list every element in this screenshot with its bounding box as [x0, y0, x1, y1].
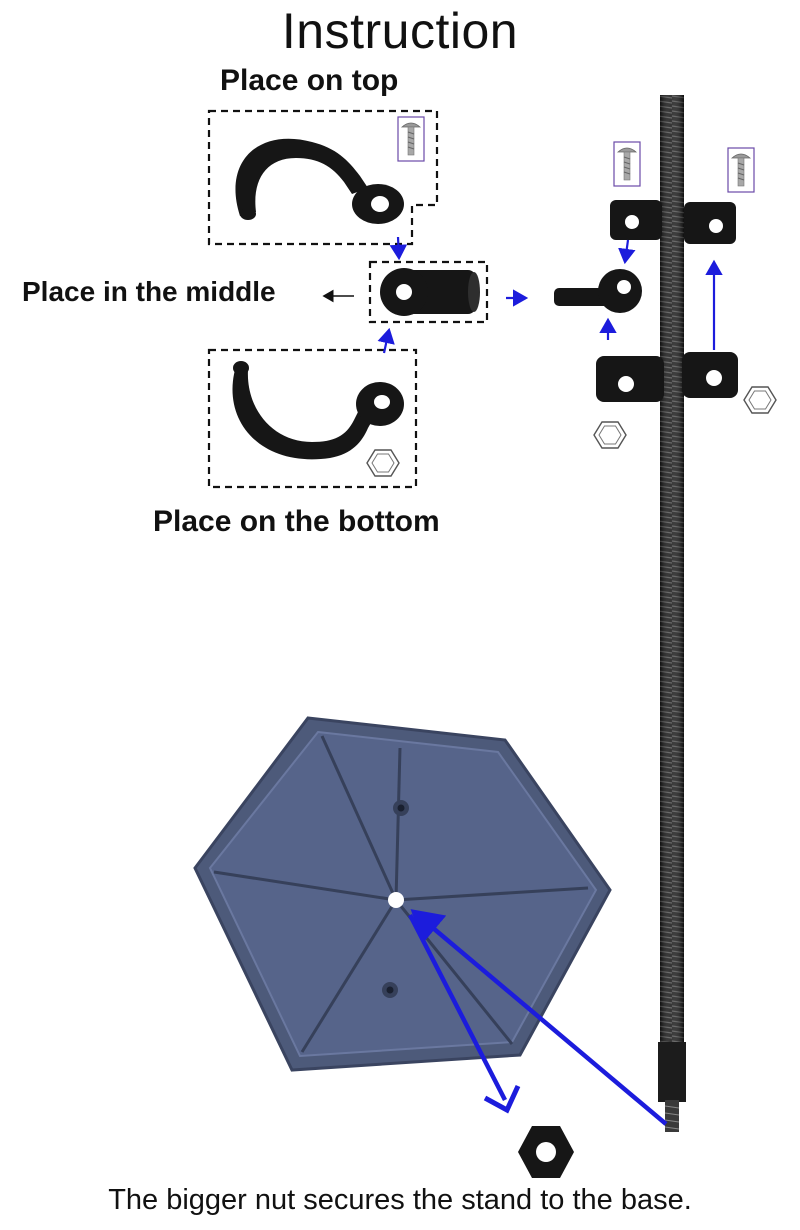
pivot-connector-icon: [554, 269, 642, 313]
hex-nut-icon: [593, 421, 627, 449]
dashed-box-top: [207, 109, 439, 246]
hex-nut-icon: [518, 1126, 574, 1178]
dashed-box-bottom: [207, 348, 418, 489]
hook-icon: [232, 361, 404, 460]
screw-icon: [613, 141, 641, 187]
screw-icon: [397, 116, 425, 162]
gooseneck-rod-icon: [658, 95, 686, 1132]
clamp-bracket-icon: [596, 352, 738, 402]
dashed-box-middle: [368, 260, 489, 324]
screw-icon: [727, 147, 755, 193]
label-place-in-middle: Place in the middle: [22, 276, 276, 307]
caption: The bigger nut secures the stand to the …: [108, 1184, 692, 1216]
label-place-on-top: Place on top: [220, 64, 399, 97]
hexagon-base-icon: [193, 716, 612, 1072]
label-place-on-bottom: Place on the bottom: [153, 505, 440, 538]
hex-nut-icon: [366, 449, 400, 477]
hook-icon: [235, 138, 404, 224]
page-title: Instruction: [281, 3, 519, 59]
pivot-connector-icon: [380, 268, 480, 316]
hex-nut-icon: [743, 386, 777, 414]
clamp-bracket-icon: [610, 200, 736, 244]
